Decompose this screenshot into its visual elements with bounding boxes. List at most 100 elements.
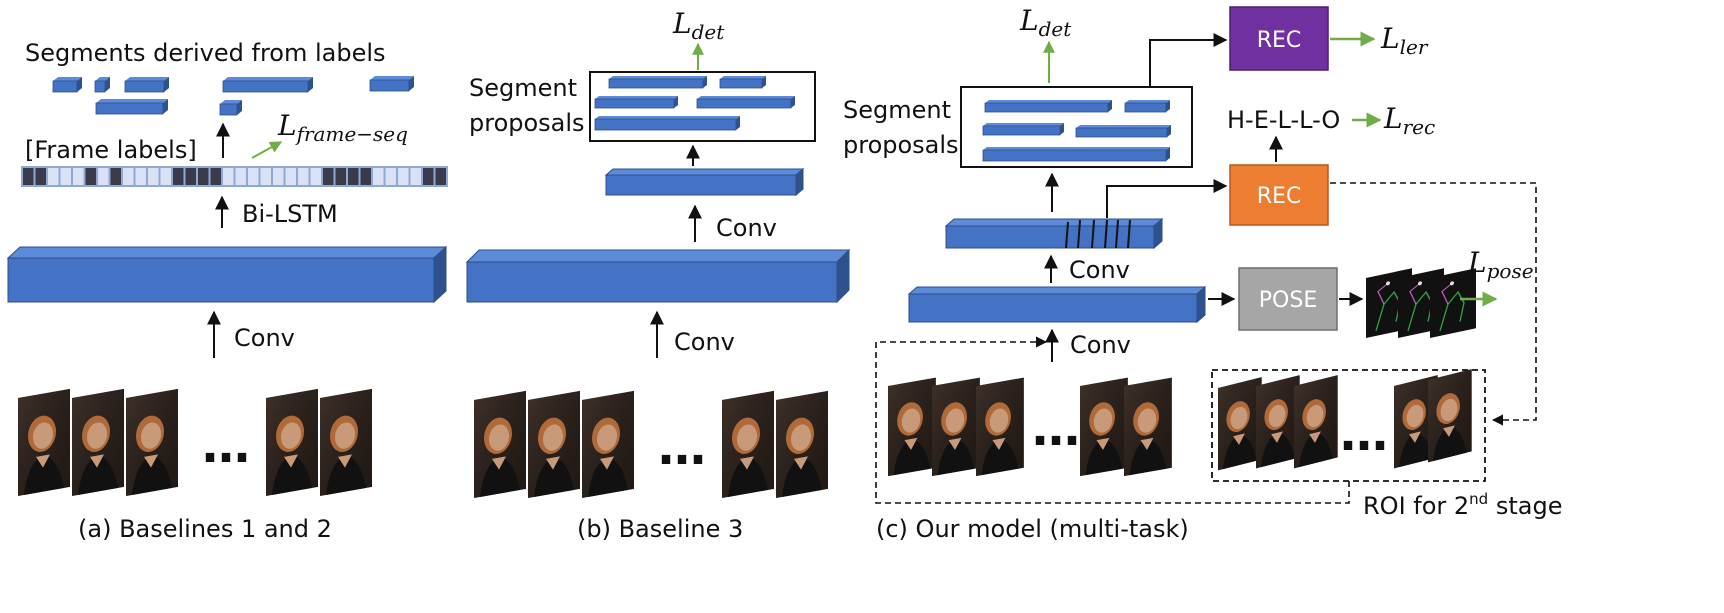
- video-frame: [1080, 377, 1128, 477]
- video-frame: [1124, 377, 1172, 477]
- arrow-to-rec-top: [1149, 33, 1228, 87]
- derived-segment: [124, 77, 169, 93]
- frame-label-cell: [223, 168, 234, 185]
- rec-box-mid: [1229, 164, 1329, 226]
- conv-label-a: Conv: [234, 324, 295, 352]
- panel-b: Ldet Segment proposals Conv Conv: [465, 7, 851, 543]
- frame-label-cell: [173, 168, 184, 185]
- proposal-segment: [719, 76, 766, 89]
- conv-label-c: Conv: [1070, 331, 1131, 359]
- frame-label-cell: [198, 168, 209, 185]
- feature-block-b: [465, 248, 851, 304]
- frame-label-cell: [310, 168, 321, 185]
- panel-a-title: Segments derived from labels: [25, 39, 386, 67]
- frame-label-cell: [360, 168, 371, 185]
- ellipsis-a: …: [202, 418, 250, 474]
- frame-label-cell: [285, 168, 296, 185]
- small-block-b: [604, 167, 805, 197]
- derived-segment: [94, 77, 110, 93]
- loss-det-c: Ldet: [1019, 4, 1072, 41]
- video-frames-b: [474, 390, 828, 498]
- dashed-arrow-roi-to-conv: [875, 336, 1350, 504]
- frame-label-cell: [110, 168, 121, 185]
- frame-label-cell: [98, 168, 109, 185]
- frame-label-cell: [235, 168, 246, 185]
- hello-output: H-E-L-L-O: [1227, 106, 1340, 134]
- proposals-b: [594, 76, 795, 131]
- video-frame: [888, 377, 936, 477]
- pose-box: [1238, 267, 1338, 331]
- derived-segment: [219, 100, 242, 116]
- pose-frames: [1365, 267, 1477, 339]
- roi-frame: [1294, 375, 1338, 469]
- video-frame: [932, 377, 980, 477]
- loss-ler: Ller: [1380, 22, 1429, 59]
- proposal-segment: [594, 116, 740, 131]
- frame-label-cell: [73, 168, 84, 185]
- video-frame: [72, 388, 124, 496]
- small-block-c: [944, 217, 1164, 250]
- loss-det-b: Ldet: [672, 7, 725, 44]
- video-frame: [722, 390, 774, 498]
- rec-mid-label: REC: [1257, 184, 1302, 209]
- loss-rec: Lrec: [1383, 102, 1435, 139]
- frame-label-cell: [85, 168, 96, 185]
- conv-label-b-upper: Conv: [716, 214, 777, 242]
- frame-label-cell: [160, 168, 171, 185]
- proposal-segment: [984, 100, 1112, 113]
- video-frame: [776, 390, 828, 498]
- frame-labels-text: [Frame labels]: [25, 136, 197, 164]
- conv-label-b: Conv: [674, 328, 735, 356]
- caption-a: (a) Baselines 1 and 2: [78, 515, 332, 543]
- frame-label-cell: [298, 168, 309, 185]
- video-frames-c: [888, 377, 1172, 477]
- derived-segment: [222, 77, 313, 93]
- video-frame: [18, 388, 70, 496]
- arrow-to-rec-mid: [1106, 179, 1228, 218]
- video-frame: [528, 390, 580, 498]
- caption-c: (c) Our model (multi-task): [876, 515, 1189, 543]
- segment-label-c1: Segment: [843, 96, 951, 124]
- frame-label-cell: [23, 168, 34, 185]
- pose-label: POSE: [1259, 288, 1317, 313]
- panel-c: Ldet Segment proposals REC Ller H-E-L-L-…: [843, 4, 1562, 543]
- frame-label-cell: [385, 168, 396, 185]
- frame-label-cell: [48, 168, 59, 185]
- video-frame: [320, 388, 372, 496]
- segment-label-c2: proposals: [843, 131, 959, 159]
- ellipsis-b: …: [658, 420, 706, 476]
- video-frame: [266, 388, 318, 496]
- frame-label-cell: [210, 168, 221, 185]
- frame-label-cell: [273, 168, 284, 185]
- frame-label-cell: [398, 168, 409, 185]
- loss-frame-seq: Lframe−seq: [277, 109, 408, 146]
- rec-top-label: REC: [1257, 28, 1302, 53]
- ellipsis-c-right: …: [1340, 406, 1388, 462]
- roi-frame: [1428, 369, 1472, 463]
- frame-label-cell: [335, 168, 346, 185]
- feature-block-a: [6, 245, 448, 304]
- conv-label-c-upper: Conv: [1069, 256, 1130, 284]
- roi-caption: ROI for 2nd stage: [1363, 490, 1562, 520]
- proposal-segment: [608, 76, 707, 89]
- roi-markers: [1065, 219, 1131, 249]
- frame-label-cell: [373, 168, 384, 185]
- frame-label-cell: [435, 168, 446, 185]
- frame-label-cell: [35, 168, 46, 185]
- frame-label-cell: [410, 168, 421, 185]
- derived-segment: [369, 76, 414, 92]
- derived-segments: [52, 76, 414, 116]
- video-frame: [126, 388, 178, 496]
- green-arrow-frame-loss: [251, 141, 283, 159]
- derived-segment: [52, 77, 82, 93]
- video-frame: [976, 377, 1024, 477]
- proposal-segment: [594, 96, 678, 109]
- caption-b: (b) Baseline 3: [577, 515, 743, 543]
- proposal-segment: [1075, 125, 1171, 138]
- frame-label-cell: [135, 168, 146, 185]
- video-frame: [582, 390, 634, 498]
- frame-label-cell: [123, 168, 134, 185]
- segment-label-b1: Segment: [469, 74, 577, 102]
- frame-strip-border: [21, 166, 448, 187]
